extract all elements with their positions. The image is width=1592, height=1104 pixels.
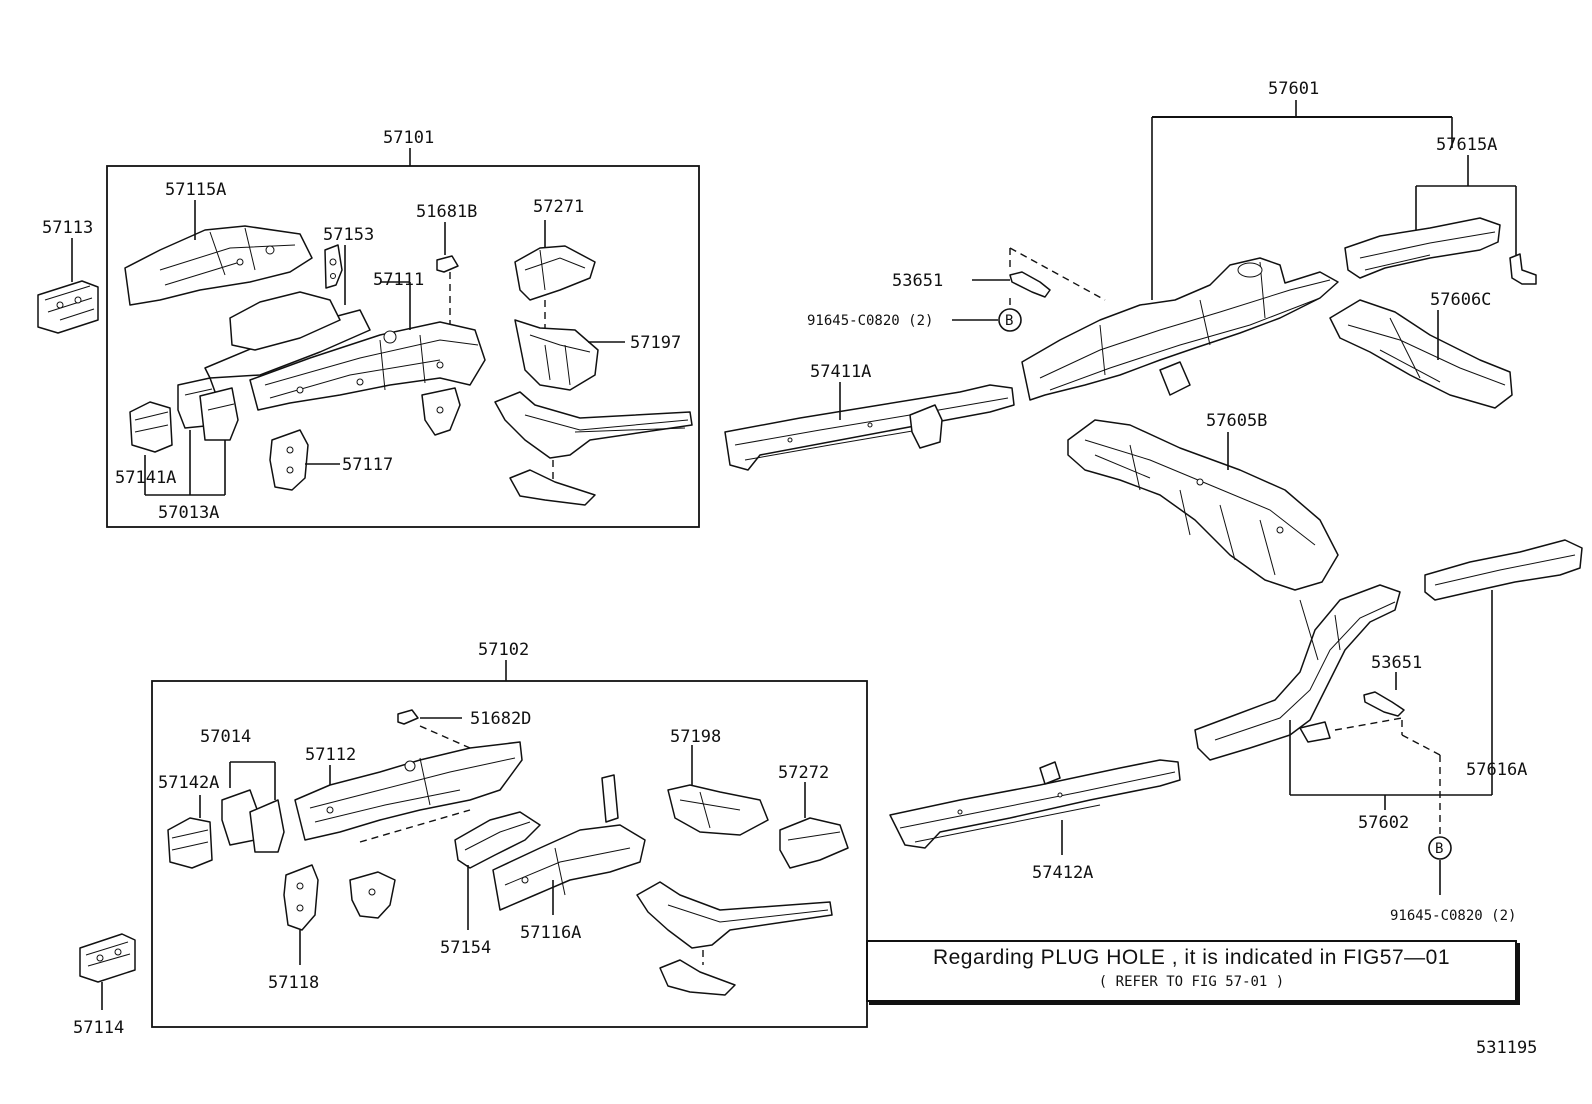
plug-hole-note: Regarding PLUG HOLE , it is indicated in… [866, 940, 1517, 1002]
label-51681B[interactable]: 51681B [416, 202, 477, 222]
part-floor-rail-57101[interactable] [494, 391, 693, 459]
label-57115A[interactable]: 57115A [165, 180, 226, 200]
label-57606C[interactable]: 57606C [1430, 290, 1491, 310]
label-57112[interactable]: 57112 [305, 745, 356, 765]
label-57114[interactable]: 57114 [73, 1018, 124, 1038]
label-57117[interactable]: 57117 [342, 455, 393, 475]
label-57615A[interactable]: 57615A [1436, 135, 1497, 155]
part-post-57102[interactable] [601, 774, 619, 823]
label-57616A[interactable]: 57616A [1466, 760, 1527, 780]
label-53651-upper[interactable]: 53651 [892, 271, 943, 291]
part-57601[interactable] [1021, 257, 1339, 401]
part-57115A[interactable] [124, 225, 313, 306]
label-57272[interactable]: 57272 [778, 763, 829, 783]
part-57606C[interactable] [1329, 299, 1513, 409]
part-bracket-57102[interactable] [349, 871, 396, 919]
part-53651-upper[interactable] [1009, 271, 1051, 298]
label-91645-upper[interactable]: 91645-C0820 (2) [807, 313, 933, 329]
part-bracket-lower-57101[interactable] [509, 469, 596, 506]
part-57197[interactable] [514, 319, 599, 391]
part-51681B[interactable] [436, 255, 459, 273]
part-57111[interactable] [204, 291, 486, 411]
part-floor-rail-57102[interactable] [636, 881, 833, 949]
marker-b-lower: B [1435, 841, 1443, 857]
label-53651-lower[interactable]: 53651 [1371, 653, 1422, 673]
label-57605B[interactable]: 57605B [1206, 411, 1267, 431]
label-57102[interactable]: 57102 [478, 640, 529, 660]
part-57142A[interactable] [167, 817, 213, 869]
part-57116A[interactable] [492, 824, 646, 911]
part-57602[interactable] [1194, 584, 1401, 761]
marker-b-upper-circle [998, 308, 1022, 332]
part-57411A[interactable] [724, 384, 1015, 471]
label-57412A[interactable]: 57412A [1032, 863, 1093, 883]
part-57117[interactable] [269, 429, 309, 491]
label-57271[interactable]: 57271 [533, 197, 584, 217]
label-57013A[interactable]: 57013A [158, 503, 219, 523]
group-57101-box [106, 165, 700, 528]
label-57154[interactable]: 57154 [440, 938, 491, 958]
label-57601[interactable]: 57601 [1268, 79, 1319, 99]
part-51682D[interactable] [397, 709, 419, 725]
part-57605B[interactable] [1067, 419, 1339, 591]
group-57102: 57102 51682D 57014 57142A 57112 [151, 640, 868, 1028]
part-57616A[interactable] [1424, 539, 1583, 601]
label-57142A[interactable]: 57142A [158, 773, 219, 793]
part-57013A[interactable] [177, 377, 239, 441]
part-57114[interactable] [79, 933, 136, 983]
part-57014[interactable] [221, 789, 285, 853]
group-57101: 57101 57113 57115A 57153 51681B [37, 128, 700, 528]
part-57271[interactable] [514, 245, 596, 301]
label-57198[interactable]: 57198 [670, 727, 721, 747]
part-bracket-lower-57102[interactable] [659, 959, 736, 996]
group-57102-box [151, 680, 868, 1028]
label-57411A[interactable]: 57411A [810, 362, 871, 382]
label-57101[interactable]: 57101 [383, 128, 434, 148]
label-57014[interactable]: 57014 [200, 727, 251, 747]
label-57197[interactable]: 57197 [630, 333, 681, 353]
part-57113[interactable] [37, 280, 99, 334]
label-91645-lower[interactable]: 91645-C0820 (2) [1390, 908, 1516, 924]
marker-b-lower-circle [1428, 836, 1452, 860]
note-line-1: Regarding PLUG HOLE , it is indicated in… [932, 946, 1451, 969]
part-57118[interactable] [283, 864, 319, 931]
note-line-2: ( REFER TO FIG 57-01 ) [1098, 974, 1285, 990]
part-57141A[interactable] [129, 401, 173, 453]
part-bracket-57111[interactable] [421, 387, 461, 436]
label-57116A[interactable]: 57116A [520, 923, 581, 943]
part-57272[interactable] [779, 817, 849, 869]
part-57154[interactable] [454, 811, 541, 869]
figure-number: 531195 [1476, 1038, 1538, 1058]
label-57153[interactable]: 57153 [323, 225, 374, 245]
part-57198[interactable] [667, 784, 769, 836]
label-51682D[interactable]: 51682D [470, 709, 531, 729]
part-53651-lower[interactable] [1363, 691, 1405, 717]
part-57153[interactable] [324, 244, 343, 289]
label-57111[interactable]: 57111 [373, 270, 424, 290]
label-57141A[interactable]: 57141A [115, 468, 176, 488]
part-57412A[interactable] [889, 759, 1181, 849]
label-57118[interactable]: 57118 [268, 973, 319, 993]
label-57602[interactable]: 57602 [1358, 813, 1409, 833]
marker-b-upper: B [1005, 313, 1013, 329]
part-57112[interactable] [294, 741, 523, 841]
part-57615A[interactable] [1344, 217, 1537, 285]
label-57113[interactable]: 57113 [42, 218, 93, 238]
